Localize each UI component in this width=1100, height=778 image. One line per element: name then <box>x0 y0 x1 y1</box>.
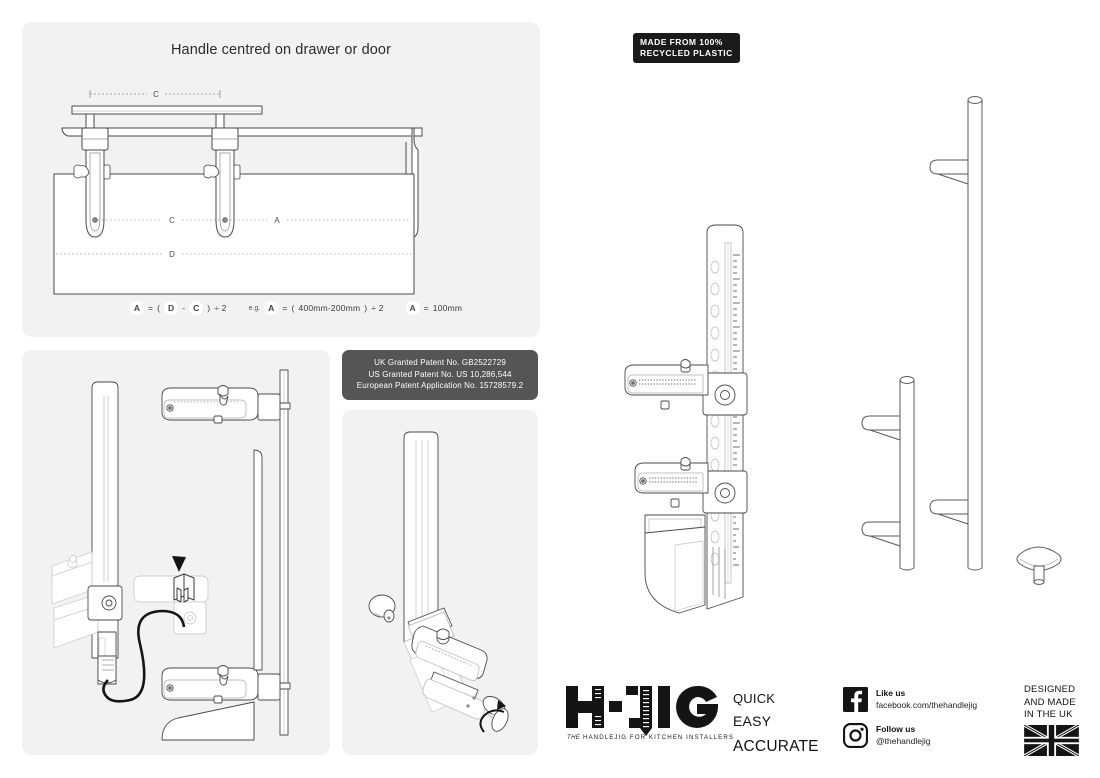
formula-var-a1: A <box>130 301 144 315</box>
jig-assembly-panel <box>22 350 330 755</box>
formula-minus: - <box>182 303 186 313</box>
facebook-icon[interactable] <box>843 687 868 712</box>
instagram-icon[interactable] <box>843 723 868 748</box>
dim-label-c-top: C <box>153 90 159 99</box>
formula-var-a3: A <box>405 301 420 315</box>
formula-eq2: = <box>282 303 288 313</box>
formula-close-paren-2: ) <box>364 303 368 313</box>
jig-assembly-diagram <box>51 369 291 741</box>
h-jig-product-illustration <box>615 215 775 625</box>
instagram-text: Follow us @thehandlejig <box>876 724 930 747</box>
benefits-list: QUICK EASY ACCURATE <box>733 689 819 759</box>
handle-products-illustration <box>840 80 1075 640</box>
logo-tagline: THE HANDLEJIG FOR KITCHEN INSTALLERS <box>567 734 733 741</box>
page-title: Handle centred on drawer or door <box>170 42 392 58</box>
instagram-action: Follow us <box>876 724 916 735</box>
formula-var-d: D <box>164 301 179 315</box>
instagram-handle: @thehandlejig <box>876 735 931 746</box>
union-jack-flag <box>1023 723 1080 757</box>
formula-eq1: = <box>148 303 154 313</box>
h-jig-full-view <box>624 224 748 614</box>
social-instagram[interactable]: Follow us @thehandlejig <box>843 723 977 748</box>
facebook-action: Like us <box>876 688 906 699</box>
social-links: Like us facebook.com/thehandlejig Follow… <box>843 687 977 748</box>
formula-open-paren-1: ( <box>157 303 161 313</box>
social-facebook[interactable]: Like us facebook.com/thehandlejig <box>843 687 977 712</box>
offset-formula: A = ( D - C ) ÷ 2 e.g. A = ( 400mm-200mm… <box>130 301 462 315</box>
facebook-text: Like us facebook.com/thehandlejig <box>876 688 977 711</box>
recycled-badge-line1: MADE FROM 100% <box>640 37 723 47</box>
formula-var-a2: A <box>264 301 279 315</box>
patent-notice: UK Granted Patent No. GB2522729 US Grant… <box>342 350 538 400</box>
recycled-plastic-badge: MADE FROM 100% RECYCLED PLASTIC <box>633 33 740 64</box>
patent-line-eu: European Patent Application No. 15728579… <box>356 381 524 391</box>
handles-and-knob <box>861 96 1062 585</box>
formula-close-paren-1: ) <box>207 303 211 313</box>
logo-tagline-the: THE <box>567 735 581 741</box>
hjig-wordmark <box>566 685 718 736</box>
short-bar-handle <box>861 376 915 571</box>
formula-example-values: 400mm-200mm <box>298 303 361 313</box>
formula-var-c: C <box>189 301 204 315</box>
brand-logo: THE HANDLEJIG FOR KITCHEN INSTALLERS <box>566 684 733 752</box>
formula-eg-label: e.g. <box>248 304 261 312</box>
handle-centring-panel: Handle centred on drawer or door <box>22 22 540 337</box>
patent-line-us: US Granted Patent No. US 10,286,544 <box>368 369 512 379</box>
logo-tagline-rest: HANDLEJIG FOR KITCHEN INSTALLERS <box>582 734 735 741</box>
made-uk-line1: DESIGNED <box>1024 684 1076 695</box>
formula-open-paren-2: ( <box>291 303 295 313</box>
formula-divide-2: ÷ 2 <box>371 303 384 313</box>
formula-divide-1: ÷ 2 <box>214 303 227 313</box>
jig-door-mount-diagram <box>368 431 509 733</box>
jig-door-mount-panel <box>342 410 538 755</box>
tall-bar-handle <box>929 96 983 571</box>
patent-line-uk: UK Granted Patent No. GB2522729 <box>374 357 506 367</box>
recycled-badge-line2: RECYCLED PLASTIC <box>640 47 733 58</box>
benefit-accurate: ACCURATE <box>733 737 819 755</box>
made-uk-line3: IN THE UK <box>1024 709 1073 721</box>
made-uk-line2: AND MADE <box>1024 696 1076 708</box>
dim-label-c-centre: C <box>169 216 175 225</box>
facebook-handle: facebook.com/thehandlejig <box>876 699 978 710</box>
dim-label-d-width: D <box>169 250 175 259</box>
benefit-easy: EASY <box>733 713 772 730</box>
dim-label-a-offset: A <box>274 216 280 225</box>
handle-centring-diagram: C C A D <box>53 86 423 295</box>
formula-eq3: = <box>423 303 429 313</box>
benefit-quick: QUICK <box>733 691 776 706</box>
made-in-uk-block: DESIGNED AND MADE IN THE UK <box>1023 684 1082 761</box>
footer: THE HANDLEJIG FOR KITCHEN INSTALLERS QUI… <box>0 676 1100 778</box>
formula-result: 100mm <box>432 303 463 313</box>
round-knob <box>1016 546 1062 585</box>
